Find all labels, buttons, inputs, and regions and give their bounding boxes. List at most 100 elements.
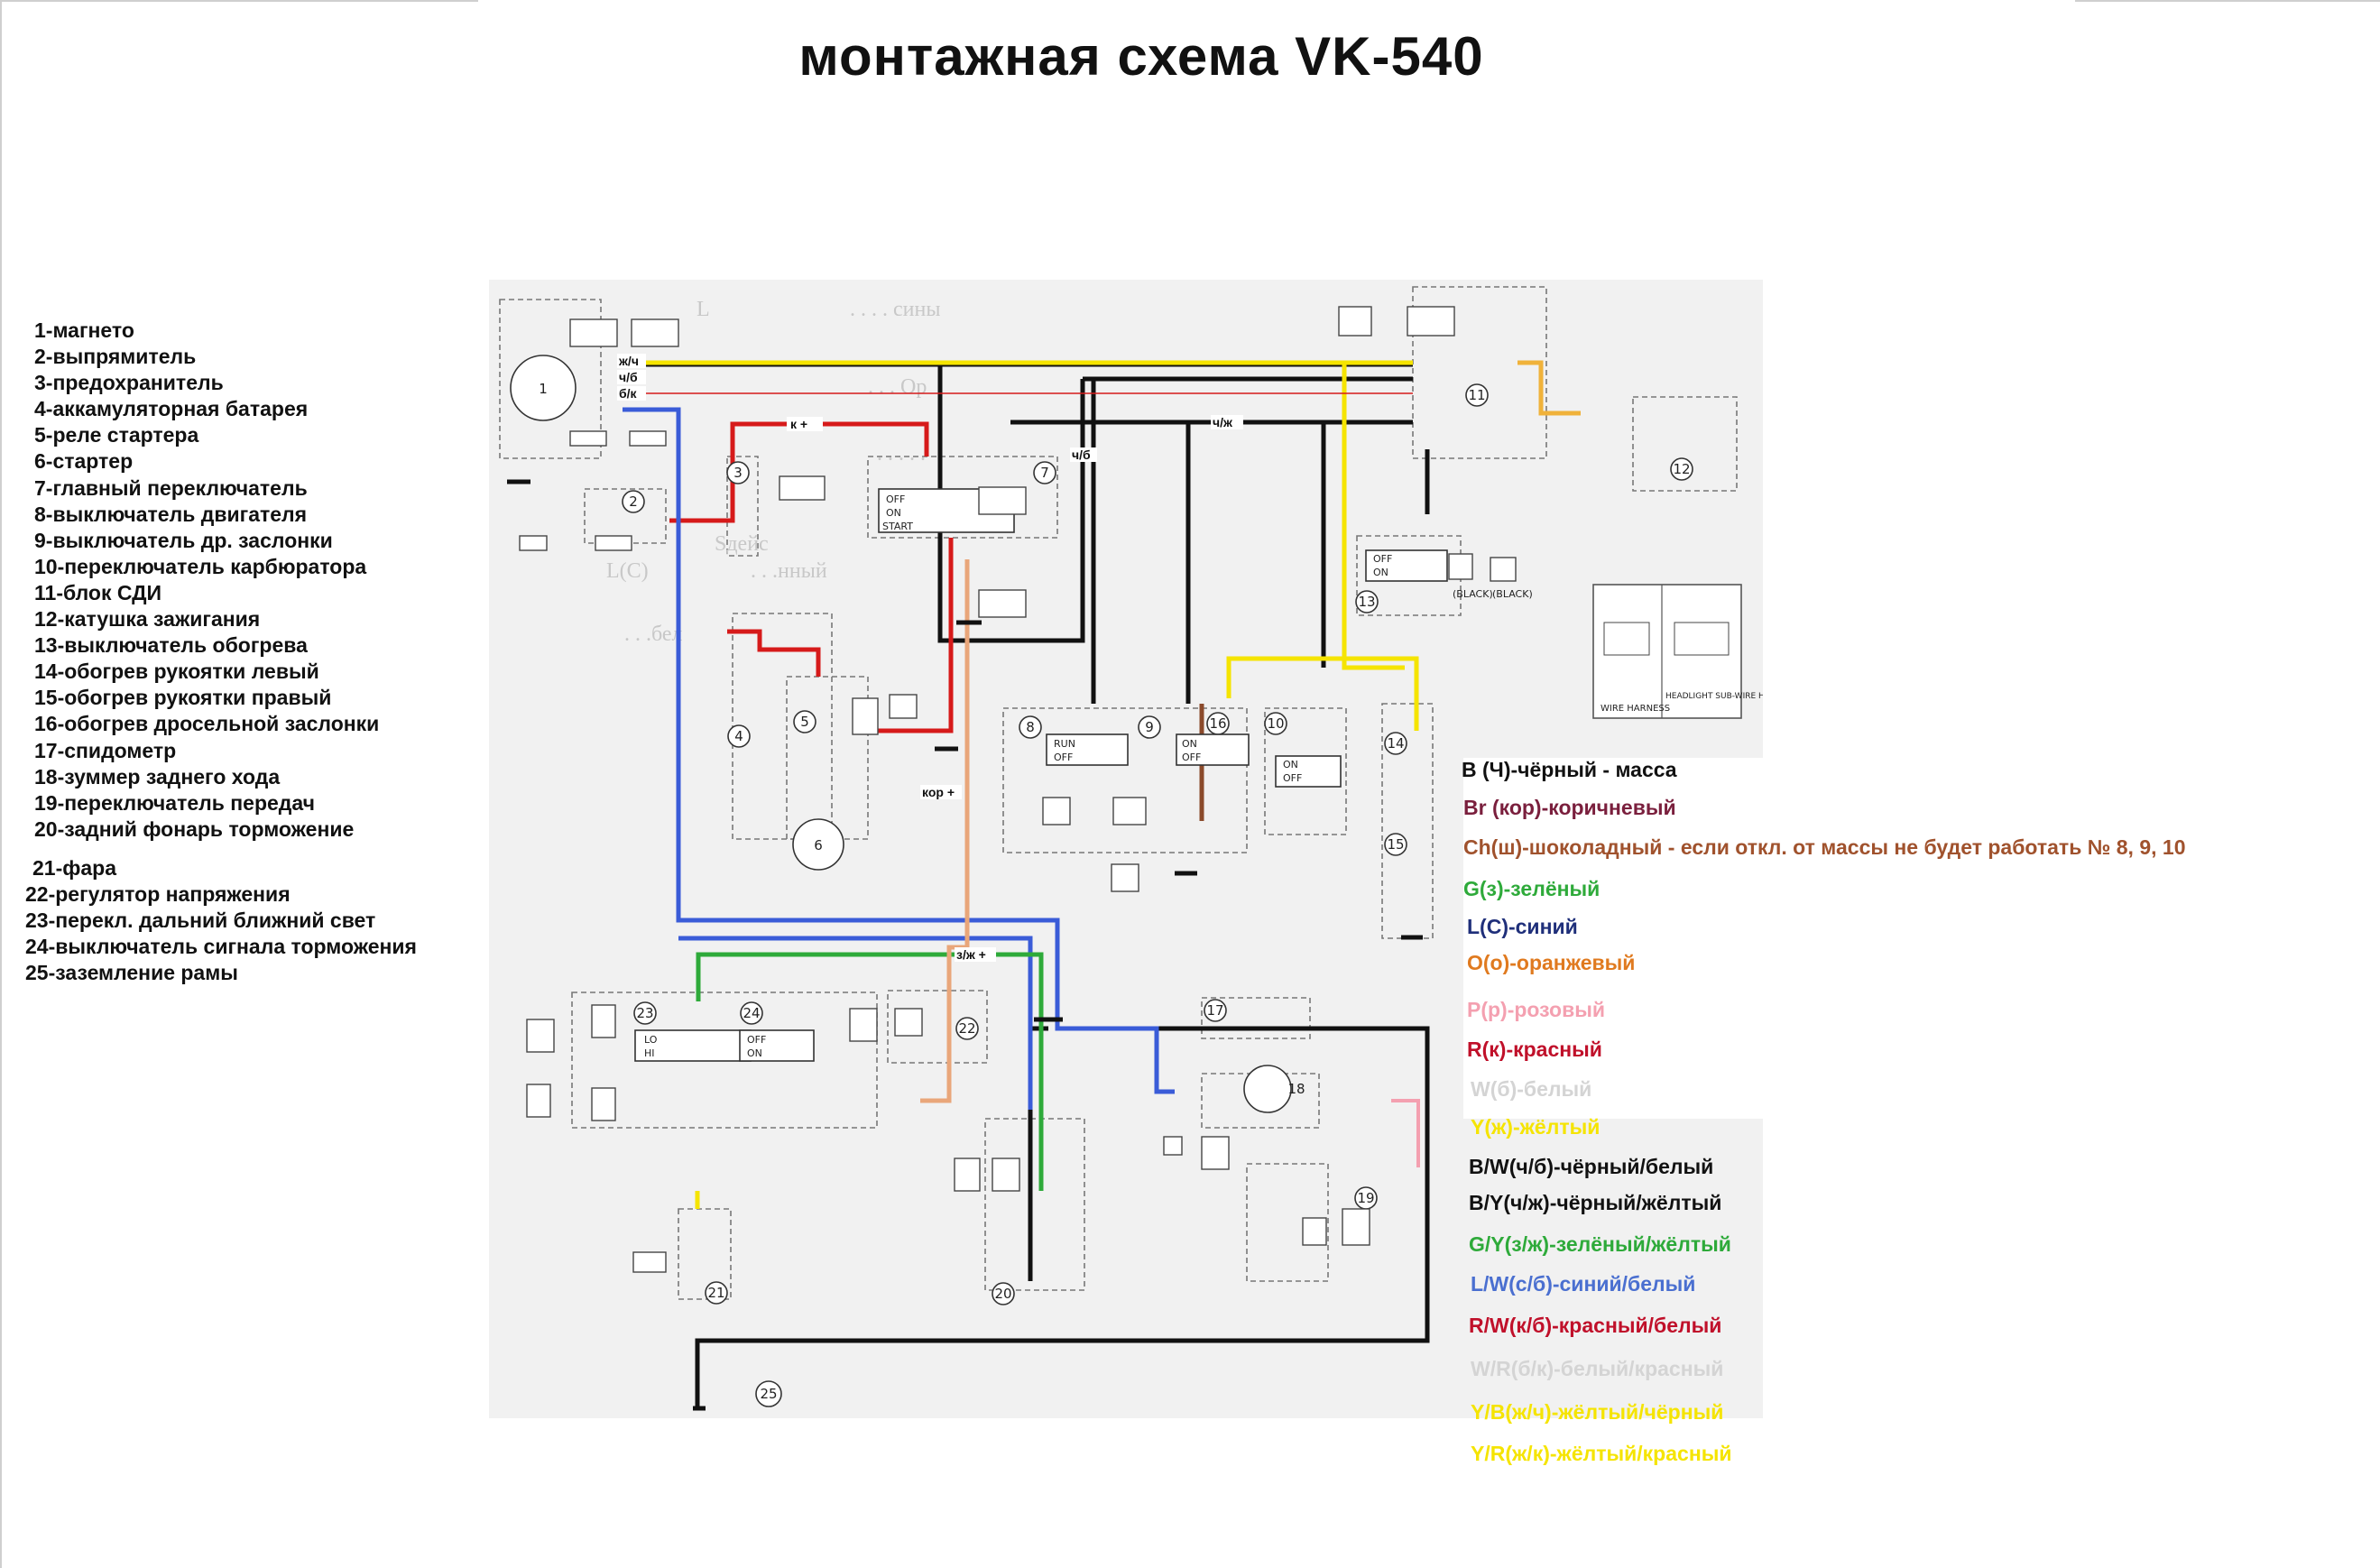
part-item: 5-реле стартера [34, 423, 199, 447]
legend-item: P(р)-розовый [1467, 998, 1605, 1021]
legend-item: B (Ч)-чёрный - масса [1462, 758, 1677, 781]
component-number: 23 [636, 1005, 653, 1021]
switch-label-off: OFF [1182, 752, 1201, 763]
component-number: 24 [743, 1005, 760, 1021]
frame-ground-circle [755, 1380, 782, 1407]
component-number: 9 [1145, 719, 1154, 735]
switch-label-off: OFF [747, 1034, 766, 1046]
component-number: 15 [1387, 836, 1404, 853]
component-number: 20 [994, 1286, 1011, 1302]
legend-item: L(C)-синий [1467, 915, 1578, 938]
component-number: 3 [733, 465, 743, 481]
wire-blue-main [623, 407, 1102, 1031]
heater-switch-box [1356, 535, 1462, 616]
part-item: 25-заземление рамы [25, 961, 238, 984]
legend-panel-background [1463, 758, 1763, 1119]
switch-label-on: ON [747, 1047, 762, 1059]
magneto-circle [510, 355, 577, 421]
part-item: 18-зуммер заднего хода [34, 764, 281, 789]
headlight-circle [705, 1281, 728, 1305]
wire-orange-coil [1517, 360, 1581, 416]
headlight-box [678, 1208, 732, 1300]
brake-switch-circle [740, 1001, 763, 1025]
wire-br-tan [920, 559, 970, 1103]
svg-text:. . .нный: . . .нный [751, 559, 827, 583]
component-number: 2 [629, 493, 638, 510]
component-number: 13 [1358, 594, 1375, 610]
legend-item: B/W(ч/б)-чёрный/белый [1469, 1155, 1714, 1178]
svg-text:L: L [696, 298, 710, 321]
switch-label-on: ON [1182, 738, 1197, 750]
legend-item: Y/R(ж/к)-жёлтый/красный [1471, 1442, 1732, 1465]
component-number: 10 [1267, 715, 1284, 732]
part-item: 23-перекл. дальний ближний свет [25, 909, 376, 932]
legend-item: G(з)-зелёный [1463, 877, 1601, 900]
carb-switch-table [1275, 755, 1342, 788]
component-number: 12 [1673, 461, 1690, 477]
parts-list: 1-магнето 2-выпрямитель 3-предохранитель… [34, 318, 379, 843]
part-item: 2-выпрямитель [34, 345, 197, 369]
switch-label-on: ON [1283, 759, 1298, 770]
scan-artifact-text: L. . . . cины . . . Oр. . . . . Sдейс. .… [606, 298, 940, 646]
page-top-border-right [2075, 0, 2380, 2]
part-item: 12-катушка зажигания [34, 607, 261, 632]
switch-label-off: OFF [886, 493, 905, 505]
component-number: 18 [1287, 1081, 1305, 1097]
part-item: 9-выключатель др. заслонки [34, 528, 333, 552]
ground-symbols [507, 479, 1423, 1411]
wiring-diagram: L. . . . cины . . . Oр. . . . . Sдейс. .… [489, 280, 1763, 1418]
part-item: 7-главный переключатель [34, 475, 308, 500]
wire-label-wr: б/к [619, 386, 638, 401]
legend-item: W/R(б/к)-белый/красный [1471, 1357, 1724, 1380]
connector-black-label: (BLACK) [1492, 588, 1533, 600]
legend-item: G/Y(з/ж)-зелёный/жёлтый [1469, 1232, 1731, 1256]
ignition-coil-circle [1670, 457, 1693, 481]
carb-switch-circle [1264, 712, 1287, 735]
tail-light-box [984, 1118, 1085, 1291]
main-switch-circle [1033, 461, 1056, 484]
legend-item: W(б)-белый [1471, 1077, 1592, 1101]
parts-list-continued: 21-фара 22-регулятор напряжения 23-перек… [25, 855, 417, 986]
cdi-box [1412, 286, 1547, 459]
part-item: 15-обогрев рукоятки правый [34, 686, 332, 710]
battery-box [732, 613, 833, 840]
legend-item: Ch(ш)-шоколадный - если откл. от массы н… [1463, 835, 2186, 859]
brake-switch-table [739, 1029, 815, 1062]
main-switch-box [867, 456, 1058, 539]
component-number: 4 [734, 728, 743, 744]
part-item: 3-предохранитель [34, 371, 224, 395]
component-number: 7 [1040, 465, 1049, 481]
switch-label-off: OFF [1283, 772, 1302, 784]
wire-label-bw: ч/б [619, 370, 638, 384]
component-number: 1 [539, 381, 548, 397]
wire-red-main [669, 421, 929, 523]
legend-item: R(к)-красный [1467, 1038, 1602, 1061]
svg-text:L(C): L(C) [606, 559, 649, 583]
part-item: 11-блок СДИ [34, 580, 162, 604]
part-item: 6-стартер [34, 449, 134, 474]
switch-label-hi: HI [644, 1047, 655, 1059]
wire-harness-label: WIRE HARNESS [1601, 704, 1670, 714]
wire-blue-buzzer [1102, 1026, 1175, 1094]
gear-switch-box [1246, 1163, 1329, 1282]
wire-red-battery [727, 629, 821, 677]
page-title: монтажная схема VK-540 [798, 26, 1484, 87]
wire-y-heater [1342, 363, 1405, 670]
legend-item: Y(ж)-жёлтый [1471, 1115, 1601, 1139]
part-item: 19-переключатель передач [34, 790, 315, 815]
fuse-box [726, 456, 759, 557]
component-number: 17 [1206, 1002, 1223, 1019]
starter-circle [792, 818, 844, 871]
wire-blue-tail [678, 936, 1033, 1110]
battery-circle [727, 724, 751, 748]
fuse-circle [726, 461, 750, 484]
switch-label-lo: LO [644, 1034, 658, 1046]
wire-label-by: ч/ж [1213, 415, 1233, 429]
harness-connector-table: WIRE HARNESS HEADLIGHT SUB-WIRE HARNESS [1592, 584, 1763, 719]
buzzer-circle [1243, 1065, 1292, 1113]
carb-switch-box [1264, 707, 1347, 835]
heater-switch-table [1365, 549, 1448, 582]
page-top-border [0, 0, 478, 2]
cdi-circle [1465, 383, 1489, 407]
wire-label-bw-mid: ч/б [1072, 447, 1091, 462]
